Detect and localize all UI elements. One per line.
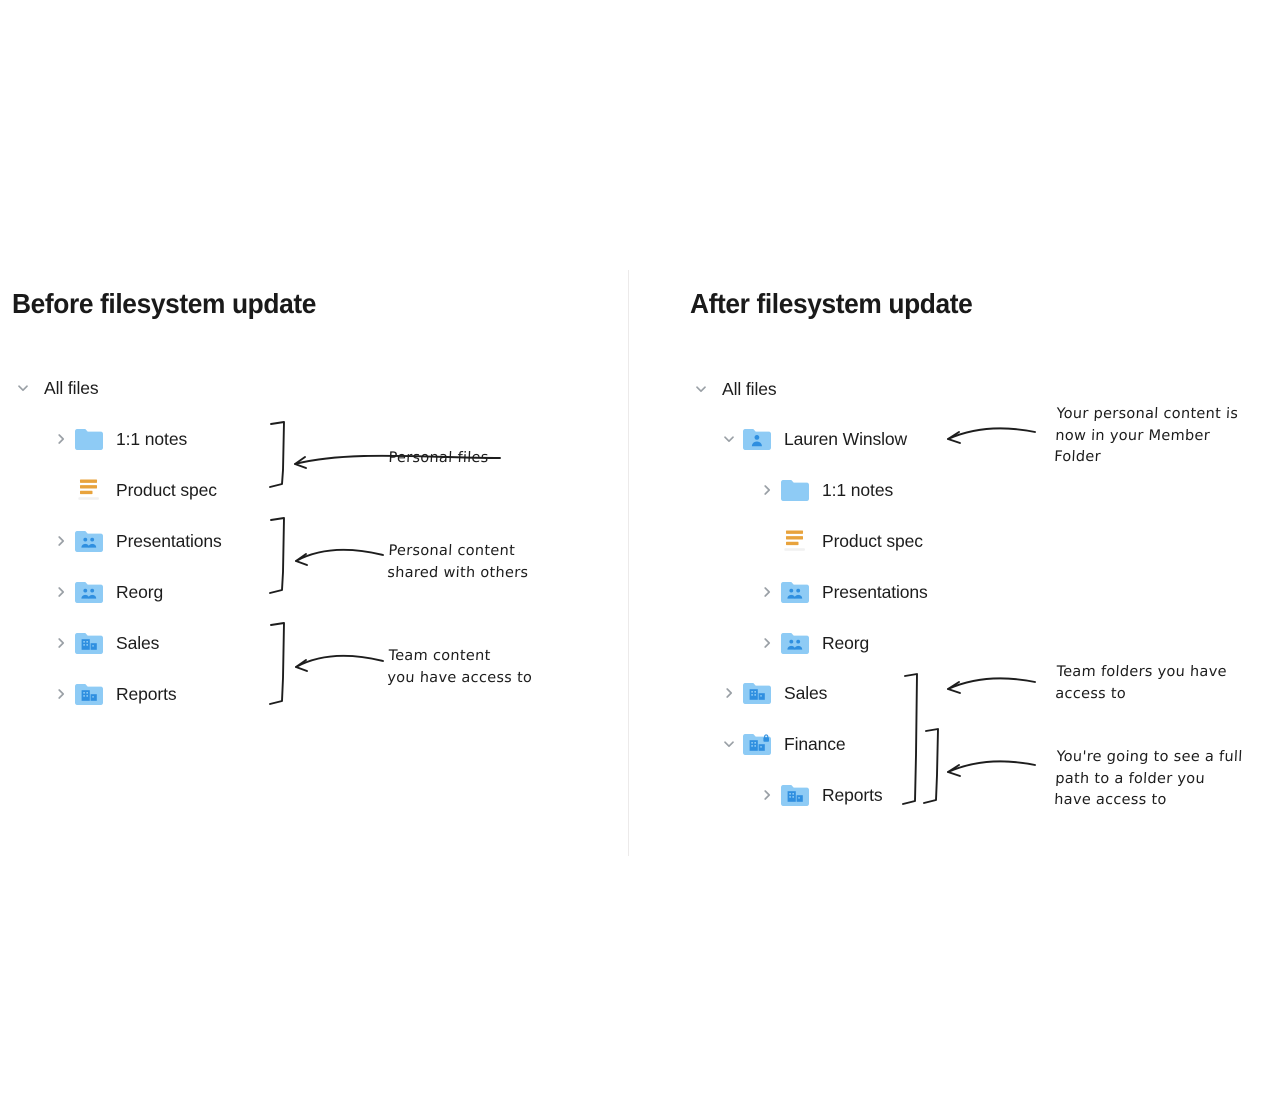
folder-team-locked-icon	[740, 730, 774, 758]
bracket-personal-files	[269, 421, 285, 488]
chevron-down-icon[interactable]	[718, 428, 740, 450]
tree-label: 1:1 notes	[116, 428, 188, 449]
annotation-personal-files: Personal files	[388, 450, 489, 466]
tree-row-sales[interactable]: Sales	[718, 676, 827, 710]
tree-row-reorg[interactable]: Reorg	[50, 575, 163, 609]
annotation-member-folder: Your personal content is now in your Mem…	[1053, 406, 1239, 465]
no-icon	[712, 375, 718, 403]
tree-label: Reorg	[822, 632, 870, 653]
arrow-member-folder	[947, 427, 1036, 440]
document-paper-icon	[72, 476, 106, 504]
chevron-right-icon[interactable]	[50, 428, 72, 450]
tree-row-product-spec[interactable]: Product spec	[756, 524, 923, 558]
chevron-placeholder	[756, 530, 778, 552]
tree-label: Product spec	[822, 530, 923, 551]
folder-team-icon	[72, 680, 106, 708]
chevron-right-icon[interactable]	[756, 784, 778, 806]
tree-row-1-1-notes[interactable]: 1:1 notes	[50, 422, 187, 456]
chevron-placeholder	[50, 479, 72, 501]
chevron-down-icon[interactable]	[12, 377, 34, 399]
chevron-right-icon[interactable]	[756, 581, 778, 603]
tree-label: Sales	[784, 682, 828, 703]
document-paper-icon	[778, 527, 812, 555]
chevron-right-icon[interactable]	[50, 530, 72, 552]
annotation-personal-shared: Personal content shared with others	[386, 543, 529, 581]
tree-label: Presentations	[116, 530, 222, 551]
folder-team-icon	[740, 679, 774, 707]
tree-label: Reorg	[116, 581, 164, 602]
tree-label: 1:1 notes	[822, 479, 894, 500]
tree-label: Product spec	[116, 479, 217, 500]
folder-team-icon	[778, 781, 812, 809]
folder-shared-icon	[72, 527, 106, 555]
chevron-right-icon[interactable]	[718, 682, 740, 704]
annotation-team-content: Team content you have access to	[386, 648, 533, 686]
chevron-right-icon[interactable]	[756, 479, 778, 501]
no-icon	[34, 374, 40, 402]
folder-team-icon	[72, 629, 106, 657]
tree-row-presentations[interactable]: Presentations	[50, 524, 222, 558]
bracket-team-content	[269, 622, 285, 705]
tree-row-all-files[interactable]: All files	[690, 372, 777, 406]
bracket-full-path	[923, 728, 939, 804]
arrow-full-path	[947, 760, 1036, 773]
bracket-team-folders	[902, 673, 918, 805]
tree-label: Reports	[116, 683, 177, 704]
annotation-full-path: You're going to see a full path to a fol…	[1053, 749, 1243, 808]
tree-label: Reports	[822, 784, 883, 805]
chevron-down-icon[interactable]	[718, 733, 740, 755]
lock-badge-icon	[763, 733, 769, 742]
folder-plain-icon	[72, 425, 106, 453]
tree-row-all-files[interactable]: All files	[12, 371, 99, 405]
folder-shared-icon	[778, 629, 812, 657]
tree-label: All files	[44, 377, 99, 398]
tree-row-1-1-notes[interactable]: 1:1 notes	[756, 473, 893, 507]
tree-label: Finance	[784, 733, 846, 754]
panel-divider	[628, 270, 629, 856]
tree-label: Lauren Winslow	[784, 428, 908, 449]
annotation-team-folders: Team folders you have access to	[1054, 664, 1228, 702]
bracket-personal-shared	[269, 517, 285, 594]
chevron-right-icon[interactable]	[50, 683, 72, 705]
tree-label: All files	[722, 378, 777, 399]
tree-row-reports[interactable]: Reports	[50, 677, 177, 711]
chevron-right-icon[interactable]	[50, 581, 72, 603]
tree-row-presentations[interactable]: Presentations	[756, 575, 928, 609]
chevron-right-icon[interactable]	[756, 632, 778, 654]
arrow-team-content	[295, 654, 384, 668]
folder-member-icon	[740, 425, 774, 453]
tree-row-lauren-winslow[interactable]: Lauren Winslow	[718, 422, 907, 456]
folder-plain-icon	[778, 476, 812, 504]
page-title-after: After filesystem update	[690, 288, 973, 319]
folder-shared-icon	[778, 578, 812, 606]
folder-shared-icon	[72, 578, 106, 606]
arrow-team-folders	[947, 677, 1036, 690]
arrow-personal-shared	[295, 548, 384, 562]
tree-row-sales[interactable]: Sales	[50, 626, 159, 660]
tree-row-reorg[interactable]: Reorg	[756, 626, 869, 660]
tree-label: Sales	[116, 632, 160, 653]
tree-row-product-spec[interactable]: Product spec	[50, 473, 217, 507]
tree-row-reports[interactable]: Reports	[756, 778, 883, 812]
chevron-right-icon[interactable]	[50, 632, 72, 654]
page-title-before: Before filesystem update	[12, 288, 317, 319]
tree-row-finance[interactable]: Finance	[718, 727, 846, 761]
chevron-down-icon[interactable]	[690, 378, 712, 400]
tree-label: Presentations	[822, 581, 928, 602]
